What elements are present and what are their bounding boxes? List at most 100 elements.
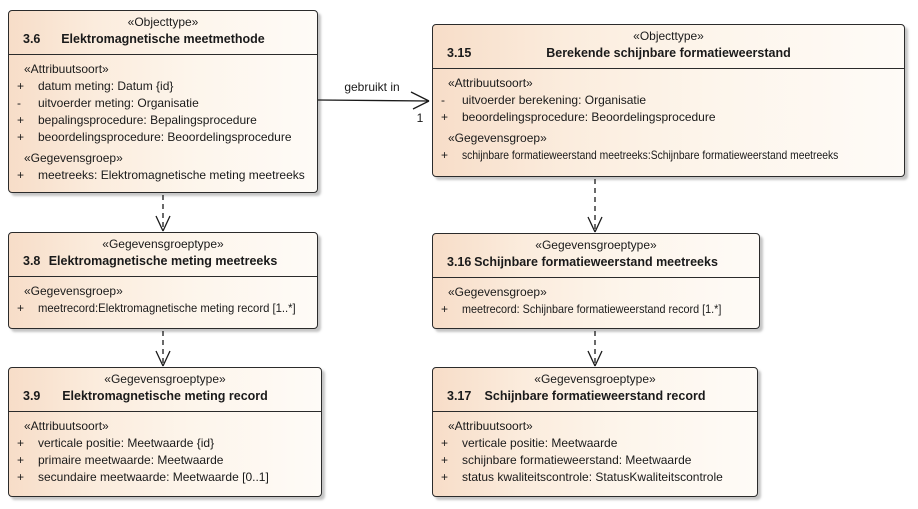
- element-title: Berekende schijnbare formatieweerstand: [546, 46, 791, 60]
- stereotype-label: «Gegevensgroeptype»: [534, 372, 656, 386]
- visibility-marker: +: [441, 436, 449, 450]
- group-label: «Gegevensgroep»: [448, 285, 547, 299]
- element-number: 3.8: [23, 254, 41, 268]
- visibility-marker: +: [17, 113, 25, 127]
- attribute-row: + beoordelingsprocedure: Beoordelingsproc…: [433, 109, 904, 126]
- visibility-marker: +: [17, 79, 25, 93]
- class-box-elektromagnetische-meting-record: «Gegevensgroeptype» 3.9 Elektromagnetisc…: [8, 367, 322, 497]
- class-header: «Gegevensgroeptype» 3.17 Schijnbare form…: [433, 368, 757, 412]
- class-body: «Attribuutsoort» - uitvoerder berekening:…: [433, 69, 904, 164]
- attribute-text: schijnbare formatieweerstand meetreeks:S…: [462, 148, 839, 162]
- class-body: «Gegevensgroep» + meetrecord: Schijnbare …: [433, 278, 759, 318]
- element-title: Elektromagnetische meting record: [62, 389, 268, 403]
- group-label: «Gegevensgroep»: [24, 284, 123, 298]
- title-row: 3.16 Schijnbare formatieweerstand meetre…: [433, 253, 759, 277]
- attribute-row: + schijnbare formatieweerstand: Meetwaard…: [433, 452, 757, 469]
- class-box-elektromagnetische-meetmethode: «Objecttype» 3.6 Elektromagnetische meet…: [8, 10, 318, 193]
- title-row: 3.15 Berekende schijnbare formatieweerst…: [433, 44, 904, 68]
- group-label: «Attribuutsoort»: [24, 419, 109, 433]
- visibility-marker: -: [441, 93, 445, 107]
- element-title: Elektromagnetische meetmethode: [61, 32, 265, 46]
- attribute-text: verticale positie: Meetwaarde {id}: [38, 436, 215, 450]
- attribute-text: status kwaliteitscontrole: StatusKwalite…: [462, 470, 723, 484]
- attribute-row: + verticale positie: Meetwaarde {id}: [9, 435, 321, 452]
- attribute-text: meetreeks: Elektromagnetische meting mee…: [38, 168, 305, 182]
- group-label: «Attribuutsoort»: [24, 62, 109, 76]
- attribute-text: primaire meetwaarde: Meetwaarde: [38, 453, 224, 467]
- title-row: 3.8 Elektromagnetische meting meetreeks: [9, 252, 317, 276]
- attribute-text: meetrecord:Elektromagnetische meting rec…: [38, 301, 296, 315]
- visibility-marker: +: [17, 470, 25, 484]
- element-title: Schijnbare formatieweerstand record: [484, 389, 706, 403]
- visibility-marker: +: [441, 453, 449, 467]
- attribute-row: + status kwaliteitscontrole: StatusKwalit…: [433, 469, 757, 486]
- attribute-row: + schijnbare formatieweerstand meetreeks:…: [433, 147, 904, 164]
- visibility-marker: +: [441, 470, 449, 484]
- title-row: 3.17 Schijnbare formatieweerstand record: [433, 387, 757, 411]
- element-title: Elektromagnetische meting meetreeks: [48, 254, 278, 268]
- class-body: «Gegevensgroep» + meetrecord:Elektromagne…: [9, 277, 317, 317]
- class-header: «Objecttype» 3.6 Elektromagnetische meet…: [9, 11, 317, 55]
- class-body: «Attribuutsoort» + datum meting: Datum {i…: [9, 55, 317, 184]
- element-number: 3.17: [447, 389, 472, 403]
- attribute-text: verticale positie: Meetwaarde: [462, 436, 618, 450]
- visibility-marker: +: [17, 453, 25, 467]
- element-number: 3.15: [447, 46, 472, 60]
- attribute-row: - uitvoerder berekening: Organisatie: [433, 92, 904, 109]
- visibility-marker: +: [441, 302, 449, 316]
- attribute-text: uitvoerder berekening: Organisatie: [462, 93, 647, 107]
- stereotype-label: «Gegevensgroeptype»: [535, 238, 657, 252]
- class-body: «Attribuutsoort» + verticale positie: Mee…: [433, 412, 757, 486]
- stereotype-label: «Objecttype»: [127, 15, 199, 29]
- association-multiplicity: 1: [417, 111, 424, 125]
- class-box-schijnbare-formatieweerstand-record: «Gegevensgroeptype» 3.17 Schijnbare form…: [432, 367, 758, 497]
- attribute-text: bepalingsprocedure: Bepalingsprocedure: [38, 113, 257, 127]
- visibility-marker: -: [17, 96, 21, 110]
- association-gebruikt-in: gebruikt in 1: [317, 80, 430, 125]
- attribute-text: beoordelingsprocedure: Beoordelingsproce…: [38, 130, 292, 144]
- attribute-text: secundaire meetwaarde: Meetwaarde [0..1]: [38, 470, 269, 484]
- attribute-row: + meetreeks: Elektromagnetische meting me…: [9, 167, 317, 184]
- visibility-marker: +: [17, 436, 25, 450]
- element-title: Schijnbare formatieweerstand meetreeks: [474, 255, 718, 269]
- group-label: «Gegevensgroep»: [448, 131, 547, 145]
- class-box-elektromagnetische-meting-meetreeks: «Gegevensgroeptype» 3.8 Elektromagnetisc…: [8, 232, 318, 329]
- association-label: gebruikt in: [344, 80, 399, 94]
- visibility-marker: +: [17, 301, 25, 315]
- attribute-text: datum meting: Datum {id}: [38, 79, 174, 93]
- attribute-text: beoordelingsprocedure: Beoordelingsproce…: [462, 110, 716, 124]
- attribute-row: - uitvoerder meting: Organisatie: [9, 95, 317, 112]
- visibility-marker: +: [441, 110, 449, 124]
- visibility-marker: +: [17, 168, 25, 182]
- class-body: «Attribuutsoort» + verticale positie: Mee…: [9, 412, 321, 486]
- class-box-berekende-schijnbare-formatieweerstand: «Objecttype» 3.15 Berekende schijnbare f…: [432, 24, 905, 177]
- class-header: «Gegevensgroeptype» 3.9 Elektromagnetisc…: [9, 368, 321, 412]
- element-number: 3.6: [23, 32, 41, 46]
- group-label: «Gegevensgroep»: [24, 151, 123, 165]
- title-row: 3.6 Elektromagnetische meetmethode: [9, 30, 317, 54]
- title-row: 3.9 Elektromagnetische meting record: [9, 387, 321, 411]
- element-number: 3.16: [447, 255, 472, 269]
- attribute-row: + datum meting: Datum {id}: [9, 78, 317, 95]
- dependency-arrow-meetmethode-to-meetreeks: [155, 195, 171, 232]
- class-header: «Gegevensgroeptype» 3.8 Elektromagnetisc…: [9, 233, 317, 277]
- visibility-marker: +: [441, 148, 449, 162]
- group-label: «Attribuutsoort»: [448, 76, 533, 90]
- attribute-row: + meetrecord:Elektromagnetische meting re…: [9, 300, 317, 317]
- attribute-row: + bepalingsprocedure: Bepalingsprocedure: [9, 112, 317, 129]
- attribute-row: + beoordelingsprocedure: Beoordelingsproc…: [9, 129, 317, 146]
- stereotype-label: «Gegevensgroeptype»: [104, 372, 226, 386]
- attribute-text: schijnbare formatieweerstand: Meetwaarde: [462, 453, 692, 467]
- dependency-arrow-berekende-to-meetreeks: [587, 179, 603, 233]
- group-label: «Attribuutsoort»: [448, 419, 533, 433]
- attribute-row: + primaire meetwaarde: Meetwaarde: [9, 452, 321, 469]
- class-header: «Gegevensgroeptype» 3.16 Schijnbare form…: [433, 234, 759, 278]
- class-header: «Objecttype» 3.15 Berekende schijnbare f…: [433, 25, 904, 69]
- class-box-schijnbare-formatieweerstand-meetreeks: «Gegevensgroeptype» 3.16 Schijnbare form…: [432, 233, 760, 329]
- stereotype-label: «Objecttype»: [633, 29, 704, 43]
- attribute-text: uitvoerder meting: Organisatie: [38, 96, 199, 110]
- visibility-marker: +: [17, 130, 25, 144]
- attribute-text: meetrecord: Schijnbare formatieweerstand…: [462, 302, 722, 316]
- dependency-arrow-meetreeks-to-record-right: [587, 331, 603, 367]
